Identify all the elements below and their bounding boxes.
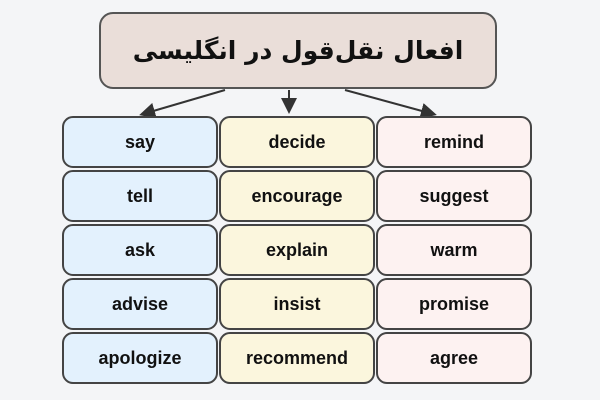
verb-box: agree <box>376 332 532 384</box>
verb-box: decide <box>219 116 375 168</box>
verb-box: suggest <box>376 170 532 222</box>
arrow-right <box>344 89 437 119</box>
verb-box: recommend <box>219 332 375 384</box>
column-2: decide encourage explain insist recommen… <box>219 116 375 386</box>
verb-box: advise <box>62 278 218 330</box>
title-box: افعال نقل‌قول در انگلیسی <box>99 12 497 89</box>
verb-box: ask <box>62 224 218 276</box>
verb-box: remind <box>376 116 532 168</box>
verb-box: promise <box>376 278 532 330</box>
column-3: remind suggest warm promise agree <box>376 116 532 386</box>
verb-box: apologize <box>62 332 218 384</box>
verb-box: insist <box>219 278 375 330</box>
diagram-title: افعال نقل‌قول در انگلیسی <box>132 36 464 65</box>
column-1: say tell ask advise apologize <box>62 116 218 386</box>
verb-box: encourage <box>219 170 375 222</box>
verb-box: explain <box>219 224 375 276</box>
arrow-left <box>139 89 226 119</box>
verb-box: tell <box>62 170 218 222</box>
verb-box: say <box>62 116 218 168</box>
verb-box: warm <box>376 224 532 276</box>
